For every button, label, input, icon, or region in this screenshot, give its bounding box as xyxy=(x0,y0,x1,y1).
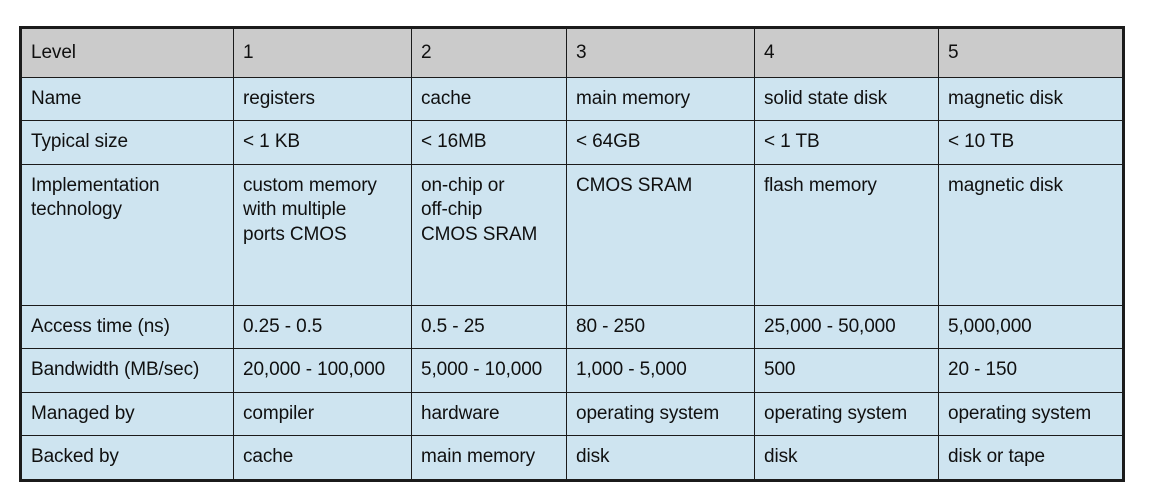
cell-access-time-5: 5,000,000 xyxy=(938,305,1124,350)
cell-line: CMOS SRAM xyxy=(576,174,693,196)
cell-name-2: cache xyxy=(411,76,567,122)
cell-bandwidth-1: 20,000 - 100,000 xyxy=(233,348,412,393)
cell-line: magnetic disk xyxy=(948,174,1063,196)
column-header-level: Level xyxy=(20,27,234,78)
table-header-row: Level 1 2 3 4 5 xyxy=(20,27,1124,78)
cell-line: with multiple xyxy=(243,199,347,221)
row-label-access-time: Access time (ns) xyxy=(20,305,234,350)
cell-bandwidth-4: 500 xyxy=(754,348,939,393)
memory-hierarchy-table: Level 1 2 3 4 5 Name registers cache mai… xyxy=(19,26,1125,482)
row-label-line: Implementation xyxy=(31,174,160,196)
cell-line: ports CMOS xyxy=(243,223,347,245)
cell-typical-size-2: < 16MB xyxy=(411,120,567,165)
row-label-name: Name xyxy=(20,76,234,122)
cell-name-3: main memory xyxy=(566,76,755,122)
table-body: Name registers cache main memory solid s… xyxy=(20,76,1124,481)
table-header: Level 1 2 3 4 5 xyxy=(20,27,1124,78)
cell-bandwidth-5: 20 - 150 xyxy=(938,348,1124,393)
cell-backed-by-2: main memory xyxy=(411,435,567,481)
table-row-backed-by: Backed by cache main memory disk disk di… xyxy=(20,435,1124,481)
cell-managed-by-4: operating system xyxy=(754,391,939,437)
cell-access-time-4: 25,000 - 50,000 xyxy=(754,305,939,350)
cell-implementation-technology-5: magnetic disk xyxy=(938,163,1124,307)
table-row-bandwidth: Bandwidth (MB/sec) 20,000 - 100,000 5,00… xyxy=(20,348,1124,393)
cell-access-time-3: 80 - 250 xyxy=(566,305,755,350)
cell-implementation-technology-1: custom memory with multiple ports CMOS xyxy=(233,163,412,307)
cell-name-5: magnetic disk xyxy=(938,76,1124,122)
cell-typical-size-4: < 1 TB xyxy=(754,120,939,165)
cell-managed-by-1: compiler xyxy=(233,391,412,437)
cell-managed-by-3: operating system xyxy=(566,391,755,437)
cell-bandwidth-3: 1,000 - 5,000 xyxy=(566,348,755,393)
cell-access-time-1: 0.25 - 0.5 xyxy=(233,305,412,350)
column-header-4: 4 xyxy=(754,27,939,78)
table-row-typical-size: Typical size < 1 KB < 16MB < 64GB < 1 TB… xyxy=(20,120,1124,165)
cell-typical-size-3: < 64GB xyxy=(566,120,755,165)
cell-bandwidth-2: 5,000 - 10,000 xyxy=(411,348,567,393)
cell-line: custom memory xyxy=(243,174,377,196)
column-header-3: 3 xyxy=(566,27,755,78)
memory-hierarchy-table-container: Level 1 2 3 4 5 Name registers cache mai… xyxy=(19,26,1125,482)
cell-line: flash memory xyxy=(764,174,877,196)
column-header-5: 5 xyxy=(938,27,1124,78)
cell-name-1: registers xyxy=(233,76,412,122)
cell-backed-by-5: disk or tape xyxy=(938,435,1124,481)
row-label-bandwidth: Bandwidth (MB/sec) xyxy=(20,348,234,393)
table-row-access-time: Access time (ns) 0.25 - 0.5 0.5 - 25 80 … xyxy=(20,305,1124,350)
cell-implementation-technology-3: CMOS SRAM xyxy=(566,163,755,307)
cell-access-time-2: 0.5 - 25 xyxy=(411,305,567,350)
cell-managed-by-5: operating system xyxy=(938,391,1124,437)
cell-line: CMOS SRAM xyxy=(421,223,538,245)
cell-implementation-technology-4: flash memory xyxy=(754,163,939,307)
row-label-backed-by: Backed by xyxy=(20,435,234,481)
cell-backed-by-1: cache xyxy=(233,435,412,481)
table-row-name: Name registers cache main memory solid s… xyxy=(20,76,1124,122)
cell-typical-size-1: < 1 KB xyxy=(233,120,412,165)
table-row-managed-by: Managed by compiler hardware operating s… xyxy=(20,391,1124,437)
row-label-typical-size: Typical size xyxy=(20,120,234,165)
column-header-1: 1 xyxy=(233,27,412,78)
cell-backed-by-4: disk xyxy=(754,435,939,481)
table-row-implementation-technology: Implementation technology custom memory … xyxy=(20,163,1124,307)
cell-line: off-chip xyxy=(421,199,483,221)
cell-implementation-technology-2: on-chip or off-chip CMOS SRAM xyxy=(411,163,567,307)
cell-line: on-chip or xyxy=(421,174,505,196)
cell-backed-by-3: disk xyxy=(566,435,755,481)
row-label-implementation-technology: Implementation technology xyxy=(20,163,234,307)
cell-typical-size-5: < 10 TB xyxy=(938,120,1124,165)
column-header-2: 2 xyxy=(411,27,567,78)
row-label-managed-by: Managed by xyxy=(20,391,234,437)
cell-name-4: solid state disk xyxy=(754,76,939,122)
row-label-line: technology xyxy=(31,199,122,221)
cell-managed-by-2: hardware xyxy=(411,391,567,437)
